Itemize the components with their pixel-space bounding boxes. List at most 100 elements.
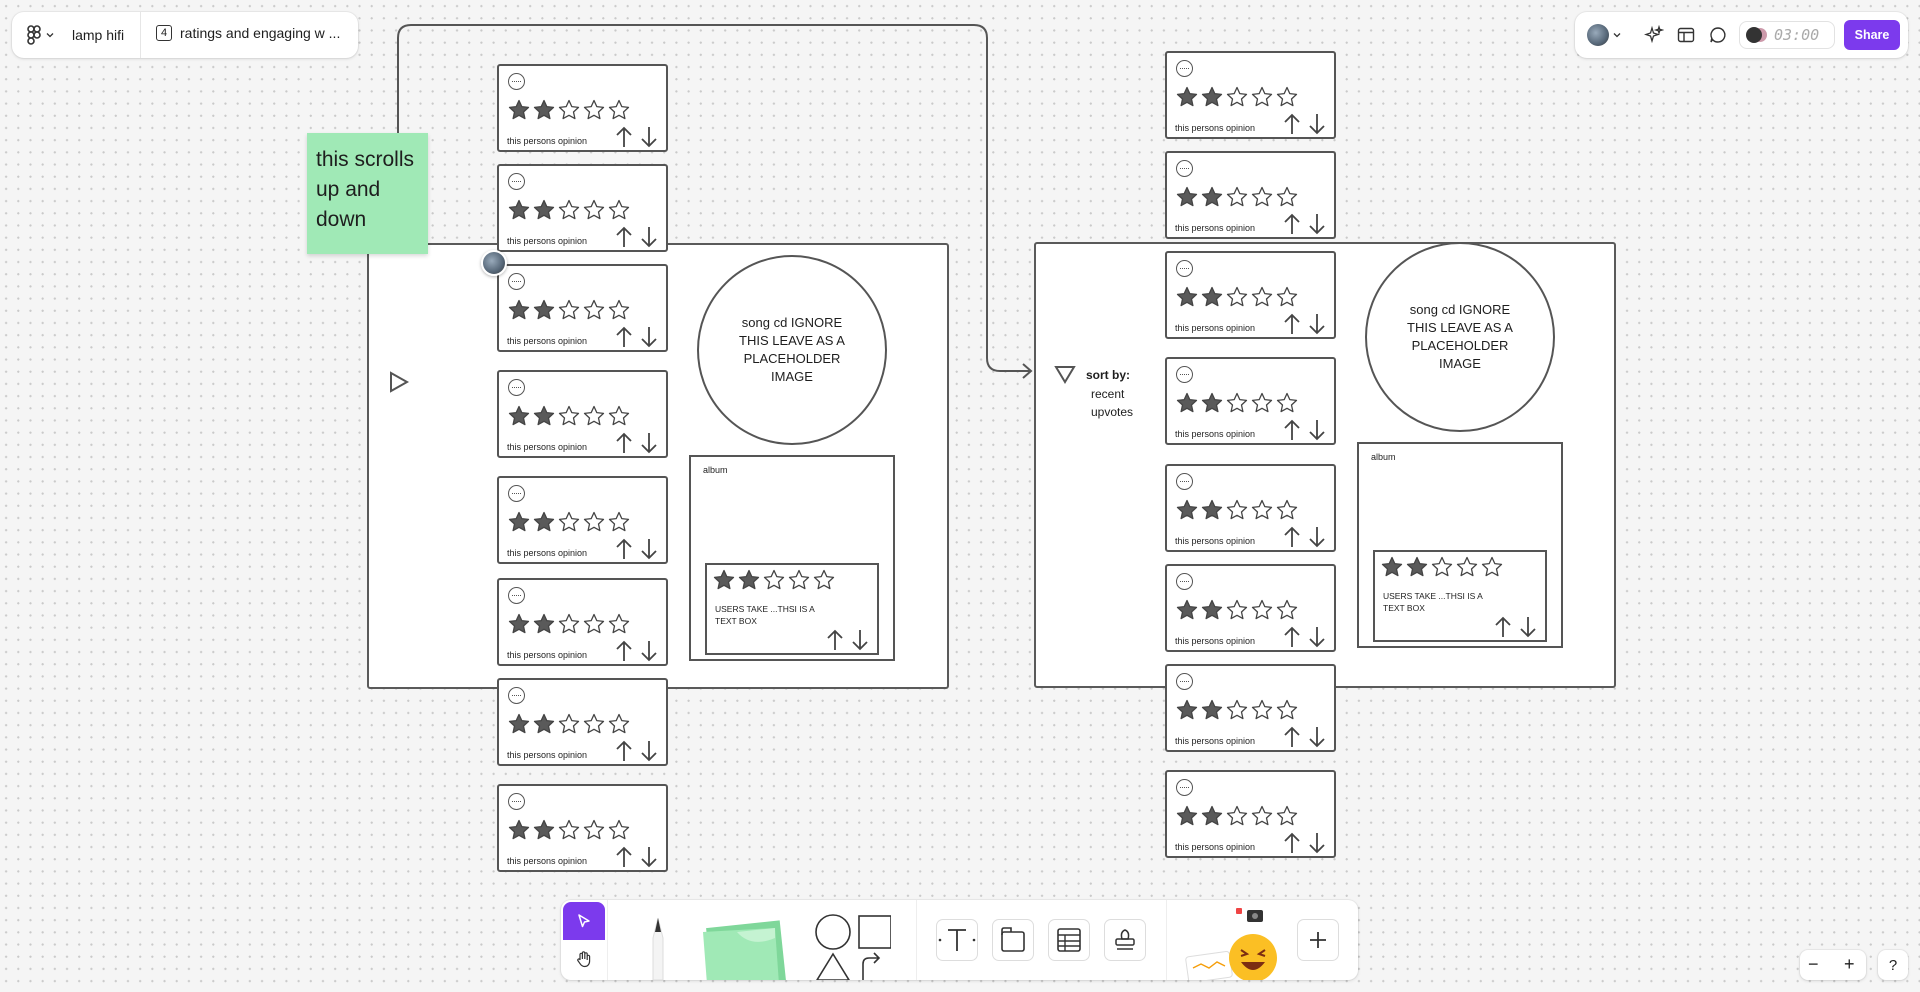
filled-star-icon[interactable] xyxy=(1201,599,1223,620)
filled-star-icon[interactable] xyxy=(1381,556,1403,577)
review-card[interactable]: this persons opinion xyxy=(1165,464,1336,552)
filled-star-icon[interactable] xyxy=(738,569,760,590)
empty-star-icon[interactable] xyxy=(1226,392,1248,413)
empty-star-icon[interactable] xyxy=(558,299,580,320)
downvote-arrow-icon[interactable] xyxy=(852,630,868,651)
empty-star-icon[interactable] xyxy=(583,405,605,426)
empty-star-icon[interactable] xyxy=(558,819,580,840)
empty-star-icon[interactable] xyxy=(1276,86,1298,107)
section-tool[interactable] xyxy=(993,920,1033,960)
filled-star-icon[interactable] xyxy=(1201,86,1223,107)
zoom-out-button[interactable]: − xyxy=(1808,954,1819,974)
filled-star-icon[interactable] xyxy=(508,713,530,734)
help-button[interactable]: ? xyxy=(1878,950,1908,980)
filled-star-icon[interactable] xyxy=(1176,805,1198,826)
widgets-tool[interactable] xyxy=(1181,908,1281,980)
review-card[interactable]: this persons opinion xyxy=(1165,251,1336,339)
filled-star-icon[interactable] xyxy=(713,569,735,590)
upvote-arrow-icon[interactable] xyxy=(827,629,843,650)
sort-option-recent[interactable]: recent xyxy=(1091,387,1125,401)
empty-star-icon[interactable] xyxy=(1431,556,1453,577)
filled-star-icon[interactable] xyxy=(533,819,555,840)
empty-star-icon[interactable] xyxy=(1251,286,1273,307)
filled-star-icon[interactable] xyxy=(1176,86,1198,107)
downvote-arrow-icon[interactable] xyxy=(1309,527,1325,548)
empty-star-icon[interactable] xyxy=(558,99,580,120)
downvote-arrow-icon[interactable] xyxy=(641,327,657,348)
page-selector[interactable]: 4 ratings and engaging w ... xyxy=(156,25,340,41)
upvote-arrow-icon[interactable] xyxy=(616,538,632,559)
downvote-arrow-icon[interactable] xyxy=(1309,420,1325,441)
empty-star-icon[interactable] xyxy=(558,613,580,634)
review-card[interactable]: this persons opinion xyxy=(497,784,668,872)
filled-star-icon[interactable] xyxy=(533,299,555,320)
empty-star-icon[interactable] xyxy=(1251,699,1273,720)
empty-star-icon[interactable] xyxy=(608,405,630,426)
upvote-arrow-icon[interactable] xyxy=(616,126,632,147)
filled-star-icon[interactable] xyxy=(1201,499,1223,520)
filled-star-icon[interactable] xyxy=(1201,699,1223,720)
upvote-arrow-icon[interactable] xyxy=(1284,213,1300,234)
empty-star-icon[interactable] xyxy=(1251,599,1273,620)
downvote-arrow-icon[interactable] xyxy=(1520,617,1536,638)
empty-star-icon[interactable] xyxy=(583,511,605,532)
sort-option-upvotes[interactable]: upvotes xyxy=(1091,405,1134,419)
empty-star-icon[interactable] xyxy=(608,199,630,220)
filled-star-icon[interactable] xyxy=(533,613,555,634)
empty-star-icon[interactable] xyxy=(1226,186,1248,207)
ai-sparkle-button[interactable] xyxy=(1643,24,1665,46)
empty-star-icon[interactable] xyxy=(1276,186,1298,207)
filled-star-icon[interactable] xyxy=(1406,556,1428,577)
filled-star-icon[interactable] xyxy=(1201,286,1223,307)
shape-tool[interactable] xyxy=(811,912,892,980)
review-card[interactable]: this persons opinion xyxy=(497,164,668,252)
filled-star-icon[interactable] xyxy=(1176,599,1198,620)
review-card[interactable]: this persons opinion xyxy=(497,64,668,152)
empty-star-icon[interactable] xyxy=(583,613,605,634)
upvote-arrow-icon[interactable] xyxy=(1284,626,1300,647)
filled-star-icon[interactable] xyxy=(1176,286,1198,307)
empty-star-icon[interactable] xyxy=(1226,699,1248,720)
file-name[interactable]: lamp hifi xyxy=(72,27,125,43)
empty-star-icon[interactable] xyxy=(608,99,630,120)
filled-star-icon[interactable] xyxy=(1176,392,1198,413)
library-button[interactable] xyxy=(1675,24,1697,46)
more-tool[interactable] xyxy=(1298,920,1338,960)
review-card[interactable]: this persons opinion xyxy=(1165,51,1336,139)
review-card[interactable]: this persons opinion xyxy=(497,578,668,666)
table-tool[interactable] xyxy=(1049,920,1089,960)
empty-star-icon[interactable] xyxy=(583,713,605,734)
empty-star-icon[interactable] xyxy=(558,405,580,426)
text-tool[interactable] xyxy=(937,920,977,960)
upvote-arrow-icon[interactable] xyxy=(1284,526,1300,547)
empty-star-icon[interactable] xyxy=(1276,805,1298,826)
upvote-arrow-icon[interactable] xyxy=(616,326,632,347)
zoom-in-button[interactable]: + xyxy=(1844,954,1855,974)
empty-star-icon[interactable] xyxy=(1251,499,1273,520)
filled-star-icon[interactable] xyxy=(1201,392,1223,413)
downvote-arrow-icon[interactable] xyxy=(641,127,657,148)
upvote-arrow-icon[interactable] xyxy=(1495,616,1511,637)
hand-tool[interactable] xyxy=(563,940,605,978)
upvote-arrow-icon[interactable] xyxy=(616,226,632,247)
upvote-arrow-icon[interactable] xyxy=(616,432,632,453)
filled-star-icon[interactable] xyxy=(533,713,555,734)
empty-star-icon[interactable] xyxy=(1226,805,1248,826)
review-card[interactable]: this persons opinion xyxy=(1165,564,1336,652)
empty-star-icon[interactable] xyxy=(608,299,630,320)
empty-star-icon[interactable] xyxy=(558,511,580,532)
upvote-arrow-icon[interactable] xyxy=(616,846,632,867)
empty-star-icon[interactable] xyxy=(763,569,785,590)
upvote-arrow-icon[interactable] xyxy=(1284,726,1300,747)
review-card[interactable]: this persons opinion xyxy=(1165,151,1336,239)
user-avatar-menu[interactable] xyxy=(1587,24,1621,46)
empty-star-icon[interactable] xyxy=(1226,86,1248,107)
empty-star-icon[interactable] xyxy=(1276,286,1298,307)
empty-star-icon[interactable] xyxy=(1456,556,1478,577)
empty-star-icon[interactable] xyxy=(1276,599,1298,620)
filled-star-icon[interactable] xyxy=(1201,186,1223,207)
empty-star-icon[interactable] xyxy=(1226,499,1248,520)
filled-star-icon[interactable] xyxy=(1176,699,1198,720)
downvote-arrow-icon[interactable] xyxy=(1309,314,1325,335)
